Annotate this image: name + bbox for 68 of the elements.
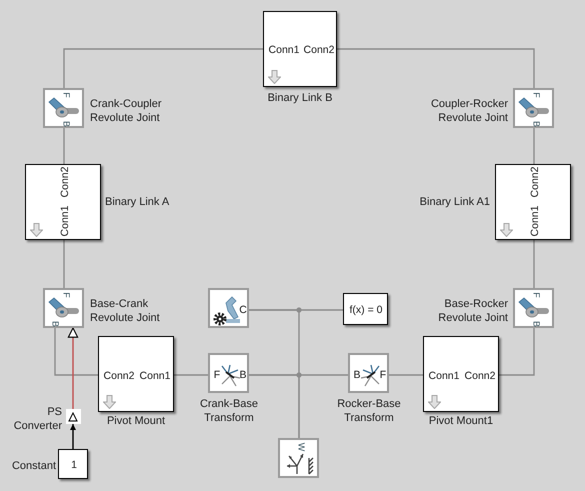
port-label: B: [532, 321, 540, 327]
icon-block: [43, 88, 84, 128]
icon-block: [348, 353, 389, 393]
port-label: B: [62, 121, 70, 127]
block: [343, 293, 388, 325]
icon-block: [513, 88, 554, 128]
port-label: F: [532, 292, 540, 298]
connection-line: [174, 374, 208, 376]
port-label: F: [62, 292, 70, 298]
block-name: Crank-Coupler Revolute Joint: [90, 97, 163, 126]
port-label: Conn2: [104, 370, 134, 382]
block-name: Base-Crank Revolute Joint: [90, 297, 161, 326]
icon-block: [208, 353, 249, 393]
block-name: Binary Link A: [105, 195, 170, 210]
block-name: Pivot Mount1: [428, 414, 494, 428]
icon-block: [208, 288, 249, 328]
block: [25, 164, 101, 240]
port-label: F: [62, 92, 70, 98]
block: [58, 449, 88, 479]
port-label: F: [532, 92, 540, 98]
icon-block: [43, 288, 84, 328]
port-label: C: [239, 304, 247, 316]
connection-line: [63, 128, 65, 164]
block-text: 1: [71, 460, 77, 470]
block: [263, 11, 337, 87]
port-label: Conn2: [464, 370, 496, 382]
block-name: Rocker-Base Transform: [336, 397, 402, 426]
block: [495, 164, 571, 240]
port-label: Conn1: [268, 44, 300, 56]
connection-line: [63, 240, 65, 288]
connection-line: [249, 309, 300, 438]
connection-line: [389, 374, 423, 376]
block-name: Coupler-Rocker Revolute Joint: [430, 97, 508, 126]
block-text: f(x) = 0: [350, 304, 382, 316]
block-name: PS Converter: [12, 405, 62, 434]
connection-line: [533, 240, 535, 288]
block-name: Base-Rocker Revolute Joint: [437, 297, 508, 326]
port-label: Conn2: [60, 166, 70, 198]
port-label: Conn1: [140, 370, 170, 382]
signal-arrow: [70, 424, 76, 449]
block-name: Crank-Base Transform: [198, 397, 260, 426]
block-name: Binary Link B: [266, 91, 334, 106]
port-label: B: [532, 121, 540, 127]
icon-block: [513, 288, 554, 328]
port-label: F: [214, 370, 220, 380]
connection-line: [63, 48, 263, 88]
connection-line: [337, 48, 535, 88]
icon-block: [278, 438, 319, 478]
port-label: Conn2: [304, 44, 334, 56]
port-label: Conn1: [60, 206, 70, 236]
port-label: Conn2: [530, 166, 540, 198]
block-name: Pivot Mount: [106, 414, 166, 428]
block-name: Constant: [10, 459, 56, 474]
port-label: B: [50, 321, 60, 327]
port-label: B: [240, 370, 246, 380]
block-name: Binary Link A1: [418, 195, 490, 210]
converter-block: [66, 409, 81, 424]
block: [423, 336, 499, 412]
port-label: Conn1: [428, 370, 460, 382]
connection-line: [54, 328, 98, 376]
port-label: Conn1: [530, 206, 540, 236]
port-label: B: [354, 370, 360, 380]
block: [98, 336, 174, 412]
connection-line: [533, 128, 535, 164]
port-label: F: [380, 370, 386, 380]
port-label: W: [296, 442, 306, 452]
signal-arrow: [68, 327, 78, 409]
connection-line: [499, 328, 535, 376]
